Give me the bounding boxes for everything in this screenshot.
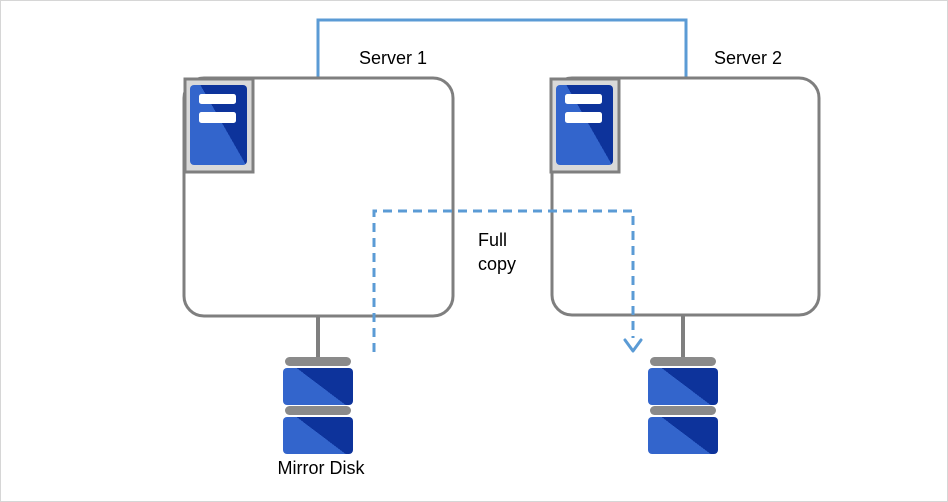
mirror-disk-icon <box>283 357 353 454</box>
server-link-line <box>316 18 688 79</box>
server1-label: Server 1 <box>358 48 428 68</box>
full-copy-arrow-path <box>372 209 635 352</box>
down-arrowhead-icon <box>623 338 643 353</box>
server-icon <box>183 77 255 174</box>
mirror-disk-icon <box>648 357 718 454</box>
server2-label: Server 2 <box>713 48 783 68</box>
mirror-disk-label: Mirror Disk <box>277 458 365 478</box>
server-icon <box>549 77 621 174</box>
full-copy-label: Full copy <box>478 230 517 274</box>
